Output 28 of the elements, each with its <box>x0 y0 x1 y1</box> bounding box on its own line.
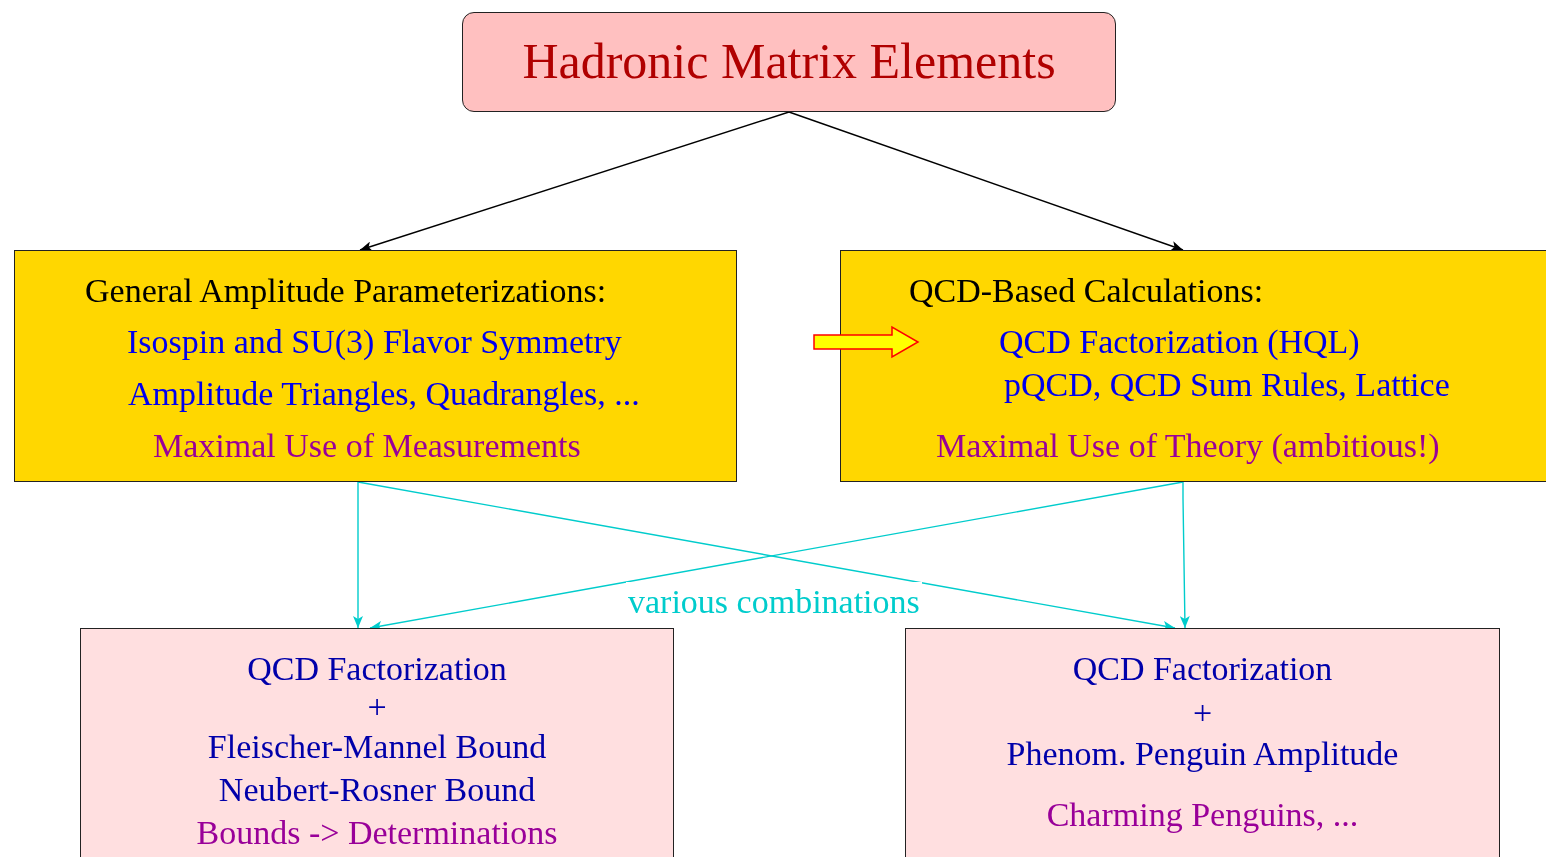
box-text: Phenom. Penguin Amplitude <box>1005 734 1400 774</box>
arrow <box>353 481 363 629</box>
box-text: Charming Penguins, ... <box>1045 795 1360 835</box>
box-text: QCD Factorization <box>246 649 508 689</box>
arrow <box>1179 481 1190 629</box>
arrow <box>788 111 1184 251</box>
block-arrow <box>813 325 920 359</box>
box-text: QCD Factorization (HQL) <box>999 322 1360 362</box>
box-text: Isospin and SU(3) Flavor Symmetry <box>127 322 622 362</box>
box-text: + <box>366 687 388 727</box>
result-box <box>80 628 674 857</box>
box-text: QCD-Based Calculations: <box>909 271 1264 311</box>
box-text: Neubert-Rosner Bound <box>217 770 537 810</box>
title-box <box>462 12 1116 112</box>
category-box <box>14 250 737 482</box>
result-box <box>905 628 1500 857</box>
box-text: Hadronic Matrix Elements <box>521 33 1057 91</box>
category-box <box>840 250 1546 482</box>
box-text: Bounds -> Determinations <box>195 813 559 853</box>
box-text: Maximal Use of Theory (ambitious!) <box>936 426 1440 466</box>
box-text: QCD Factorization <box>1071 649 1334 689</box>
arrow <box>359 111 790 252</box>
box-text: Maximal Use of Measurements <box>153 426 581 466</box>
box-text: pQCD, QCD Sum Rules, Lattice <box>1004 365 1450 405</box>
box-text: + <box>1191 693 1214 733</box>
box-text: General Amplitude Parameterizations: <box>85 271 607 311</box>
box-text: Amplitude Triangles, Quadrangles, ... <box>128 374 640 414</box>
box-text: Fleischer-Mannel Bound <box>206 727 548 767</box>
